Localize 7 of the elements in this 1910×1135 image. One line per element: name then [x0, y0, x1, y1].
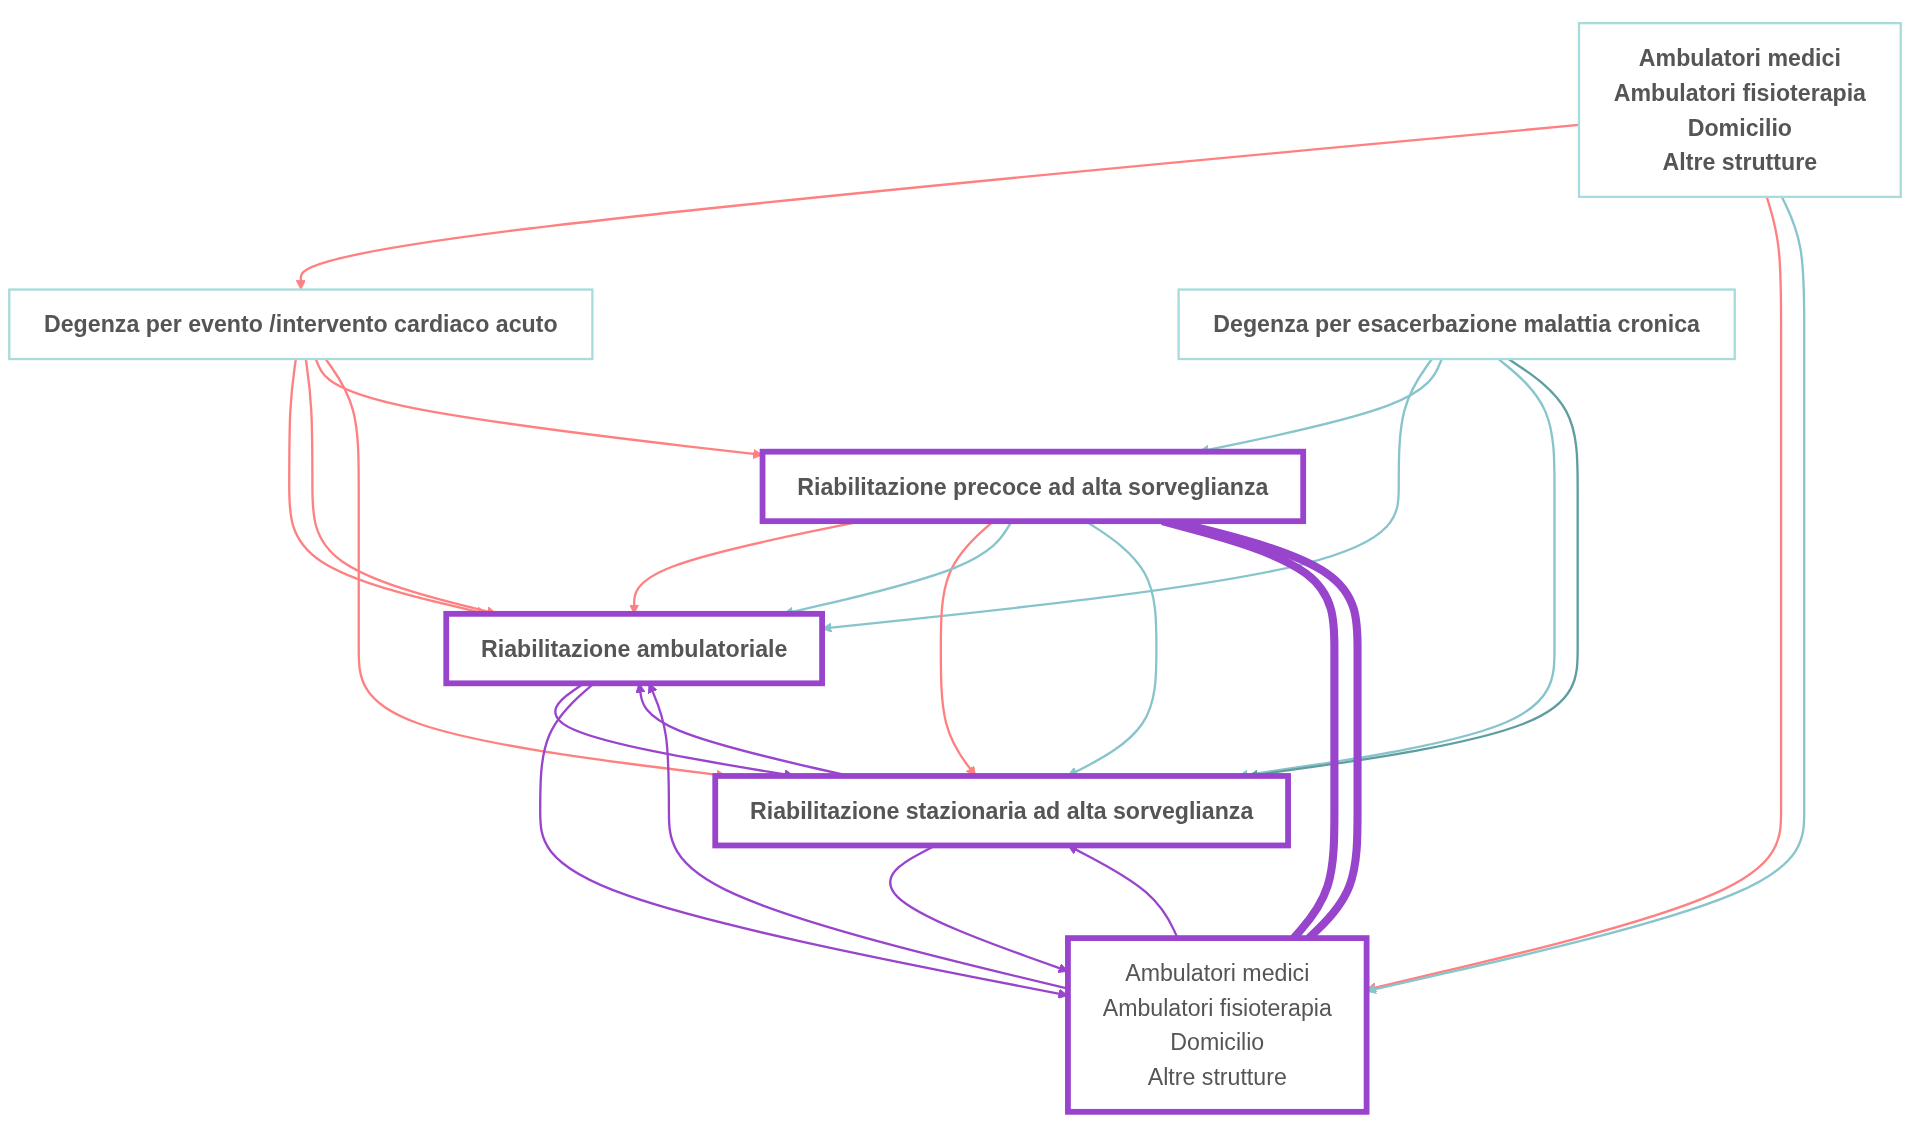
node-box: Riabilitazione ambulatoriale [443, 610, 825, 687]
node-box: Degenza per esacerbazione malattia cronica [1177, 288, 1736, 361]
node-box: Degenza per evento /intervento cardiaco acuto [8, 288, 594, 361]
node-box: Riabilitazione stazionaria ad alta sorveglianza [712, 773, 1291, 849]
node-box: Ambulatori medici Ambulatori fisioterapia Domicilio Altre strutture [1577, 22, 1902, 199]
node-box: Ambulatori medici Ambulatori fisioterapia Domicilio Altre strutture [1065, 935, 1370, 1115]
node-box: Riabilitazione precoce ad alta sorveglianza [759, 448, 1307, 525]
